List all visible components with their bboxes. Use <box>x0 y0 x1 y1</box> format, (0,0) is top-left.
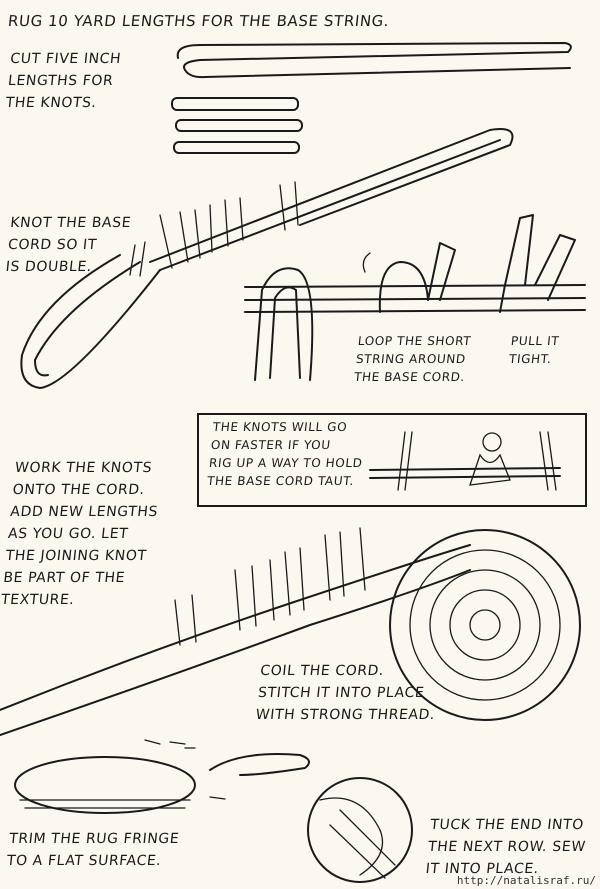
trimmed-rug-drawing <box>14 739 310 814</box>
step-tuck-end: TUCK THE END INTO THE NEXT ROW. SEW IT I… <box>424 817 587 877</box>
page-title: RUG 10 YARD LENGTHS FOR THE BASE STRING. <box>7 12 391 30</box>
step-knot-base-cord: KNOT THE BASE CORD SO IT IS DOUBLE. <box>4 215 132 275</box>
step-loop-string: LOOP THE SHORT STRING AROUND THE BASE CO… <box>353 334 472 384</box>
loop-knot-drawing <box>244 214 586 381</box>
step-coil-cord: COIL THE CORD. STITCH IT INTO PLACE WITH… <box>254 663 436 723</box>
base-string-drawing <box>176 42 572 79</box>
coiled-rug-drawing <box>0 527 581 736</box>
step-work-knots: WORK THE KNOTS ONTO THE CORD. ADD NEW LE… <box>0 460 159 608</box>
step-pull-tight: PULL IT TIGHT. <box>508 334 560 366</box>
tip-box <box>197 413 587 507</box>
tip-text: THE KNOTS WILL GO ON FASTER IF YOU RIG U… <box>206 420 364 488</box>
taut-cord-drawing <box>369 431 561 491</box>
short-lengths-drawing <box>171 97 303 154</box>
step-trim-fringe: TRIM THE RUG FRINGE TO A FLAT SURFACE. <box>6 831 181 869</box>
doubled-cord-drawing <box>20 128 514 389</box>
tuck-end-drawing <box>307 777 413 883</box>
watermark-url: http://natalisraf.ru/ <box>456 874 596 887</box>
step-cut-lengths: CUT FIVE INCH LENGTHS FOR THE KNOTS. <box>4 51 122 111</box>
